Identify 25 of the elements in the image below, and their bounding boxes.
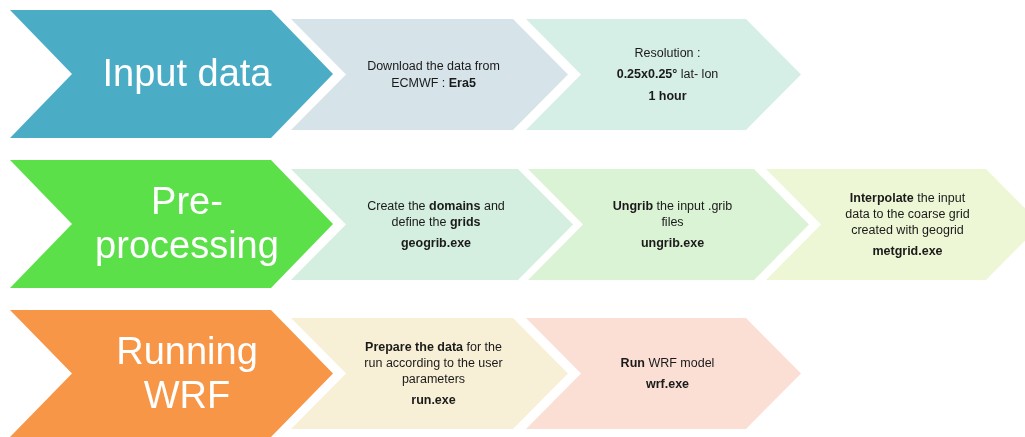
stage-title: Input data [101, 52, 273, 96]
chevron-step [766, 169, 1025, 280]
step-text: Run WRF model [620, 354, 715, 371]
step-text: Resolution : [634, 45, 701, 62]
step-text: Download the data from ECMWF : Era5 [366, 58, 501, 91]
step-text: 0.25x0.25° lat- lon [616, 66, 719, 83]
stage-title: Running WRF [115, 329, 259, 418]
command-text: 1 hour [648, 87, 687, 104]
chevron-step [526, 318, 801, 429]
chevron-step [291, 19, 568, 130]
command-text: wrf.exe [645, 376, 690, 393]
chevron-step [10, 10, 333, 138]
chevron-step [10, 310, 333, 437]
chevron-step [526, 19, 801, 130]
chevron-step [291, 169, 573, 280]
step-text: Create the domains and define the grids [366, 197, 506, 231]
step-text: Ungrib the input .grib files [611, 197, 734, 231]
command-text: metgrid.exe [872, 243, 943, 260]
chevron-step [528, 169, 809, 280]
command-text: ungrib.exe [640, 235, 705, 252]
command-text: run.exe [411, 392, 456, 409]
chevron-step [291, 318, 568, 429]
chevron-step [10, 160, 333, 288]
command-text: geogrib.exe [400, 235, 472, 252]
stage-title: Pre-processing [94, 180, 280, 268]
